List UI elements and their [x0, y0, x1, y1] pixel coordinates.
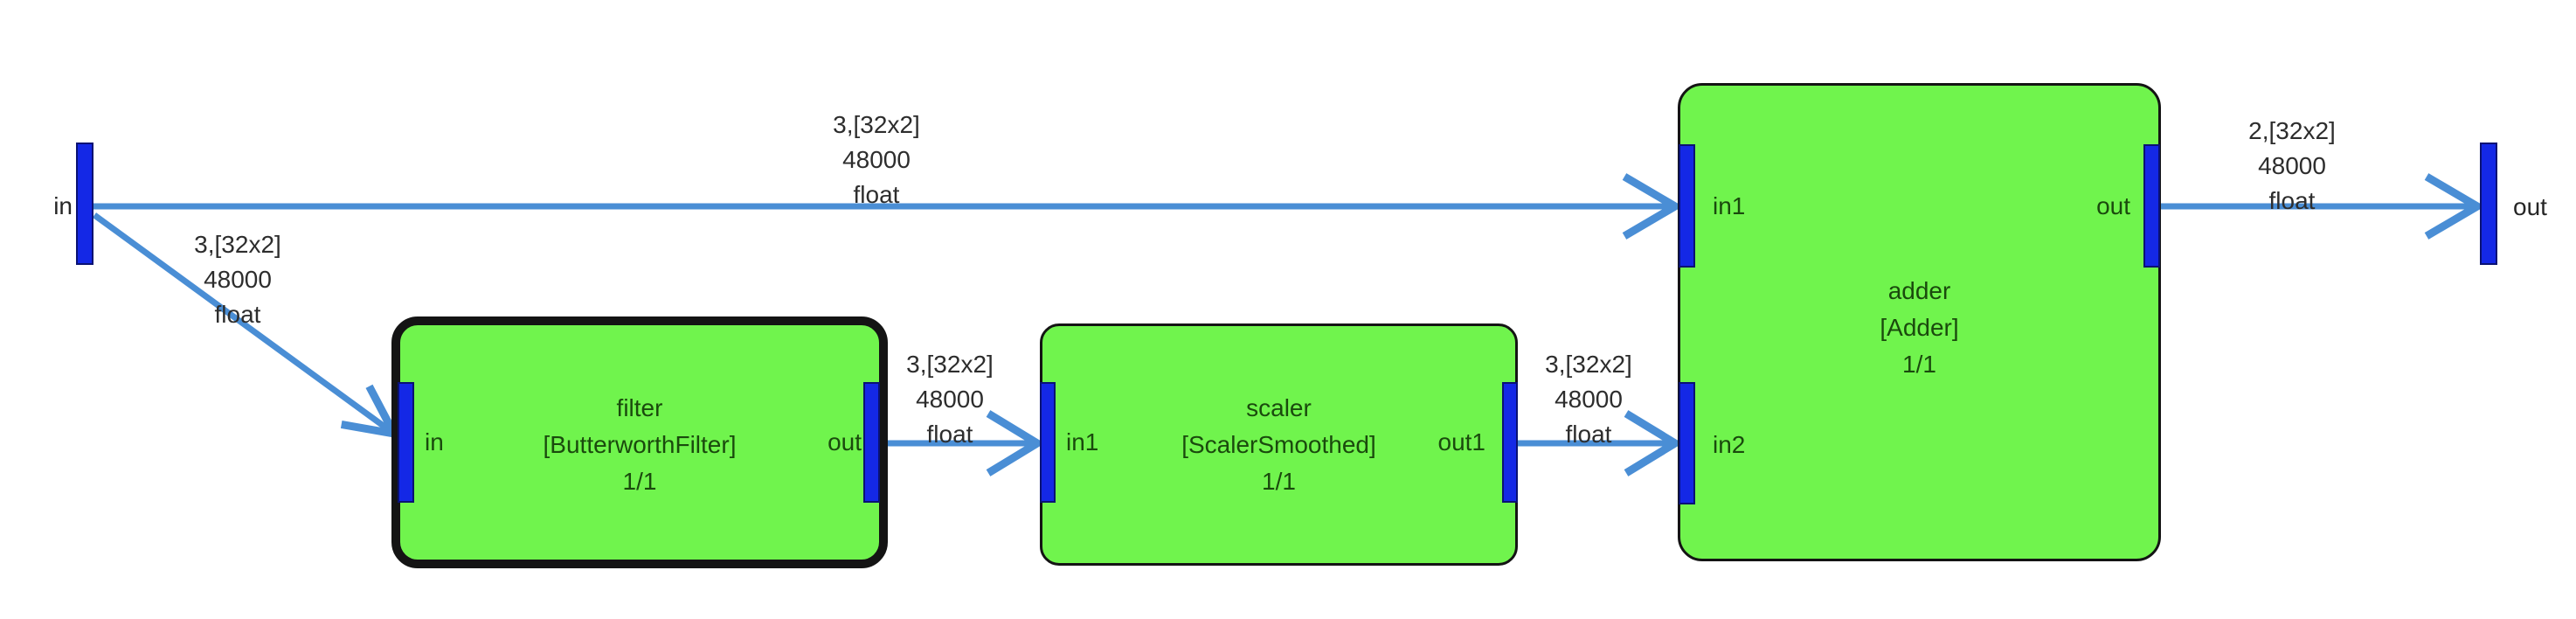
- edge-in-to-adder-in1[interactable]: [92, 173, 1683, 240]
- filter-rate: 1/1: [622, 468, 657, 495]
- scaler-rate: 1/1: [1262, 468, 1296, 495]
- edge-adder-out-to-out[interactable]: [2160, 173, 2485, 240]
- edge-filter-out-to-scaler-in1[interactable]: [880, 410, 1045, 476]
- adder-in1-port[interactable]: [1679, 144, 1695, 268]
- arrowhead-icon: [340, 384, 402, 440]
- edge-label-filter-to-scaler: 3,[32x2] 48000 float: [906, 351, 994, 448]
- adder-name: adder: [1887, 277, 1951, 304]
- input-node-label: in: [53, 192, 73, 219]
- adder-block-title: adder [Adder] 1/1: [1678, 273, 2161, 383]
- filter-in-port[interactable]: [398, 382, 414, 503]
- scaler-type: [ScalerSmoothed]: [1181, 431, 1376, 458]
- adder-out-port-label: out: [2096, 192, 2130, 219]
- edge-label-in-to-adder: 3,[32x2] 48000 float: [833, 111, 920, 208]
- filter-type: [ButterworthFilter]: [543, 431, 737, 458]
- edge-label-in-to-filter: 3,[32x2] 48000 float: [194, 231, 281, 328]
- filter-block-title: filter [ButterworthFilter] 1/1: [391, 390, 888, 500]
- filter-out-port-label: out: [828, 428, 862, 456]
- block-scaler[interactable]: [1040, 323, 1518, 566]
- arrowhead-icon: [1624, 410, 1683, 476]
- arrowhead-icon: [1622, 173, 1683, 240]
- adder-type: [Adder]: [1880, 314, 1959, 341]
- filter-in-port-label: in: [425, 428, 444, 456]
- arrowhead-icon: [2424, 173, 2485, 240]
- adder-in2-port-label: in2: [1713, 431, 1746, 458]
- scaler-out1-port-label: out1: [1437, 428, 1486, 456]
- block-adder[interactable]: [1678, 83, 2161, 561]
- output-node-port[interactable]: [2480, 143, 2497, 265]
- input-node-port[interactable]: [76, 143, 93, 265]
- edge-label-adder-to-out: 2,[32x2] 48000 float: [2248, 117, 2336, 214]
- filter-name: filter: [616, 394, 663, 421]
- scaler-name: scaler: [1246, 394, 1312, 421]
- scaler-in1-port-label: in1: [1066, 428, 1099, 456]
- adder-in1-port-label: in1: [1713, 192, 1746, 219]
- block-filter[interactable]: [391, 316, 888, 568]
- edge-label-scaler-to-adder: 3,[32x2] 48000 float: [1545, 351, 1632, 448]
- adder-rate: 1/1: [1902, 351, 1936, 378]
- arrowhead-icon: [986, 410, 1045, 476]
- scaler-in1-port[interactable]: [1040, 382, 1056, 503]
- edge-scaler-out1-to-adder-in2[interactable]: [1518, 410, 1683, 476]
- filter-out-port[interactable]: [863, 382, 880, 503]
- scaler-out1-port[interactable]: [1502, 382, 1518, 503]
- adder-out-port[interactable]: [2143, 144, 2160, 268]
- scaler-block-title: scaler [ScalerSmoothed] 1/1: [1040, 390, 1518, 500]
- adder-in2-port[interactable]: [1679, 382, 1695, 504]
- output-node-label: out: [2513, 193, 2547, 220]
